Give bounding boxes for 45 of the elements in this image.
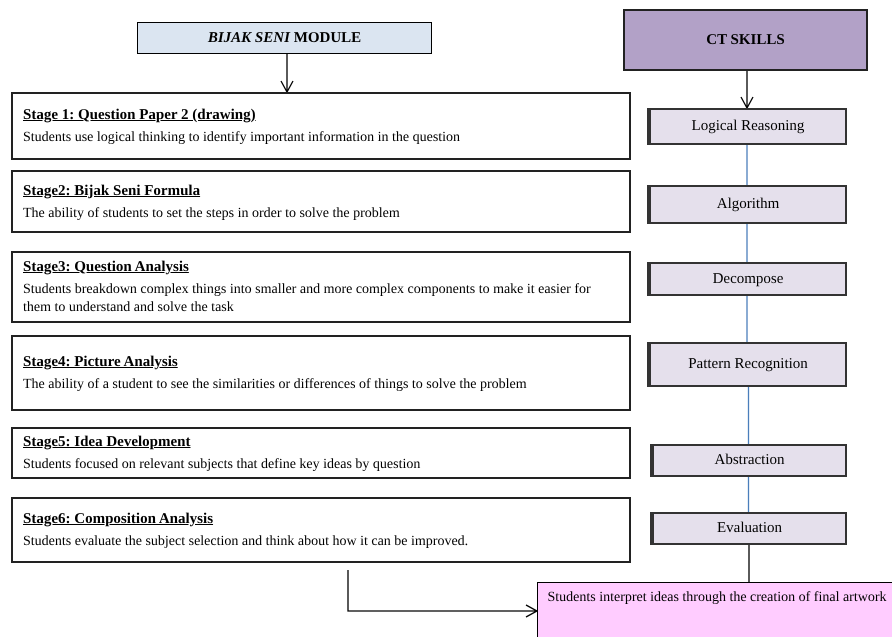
header-title: CT SKILLS <box>706 30 785 50</box>
stage-heading: Stage6: Composition Analysis <box>23 510 214 529</box>
skill-label: Algorithm <box>716 195 780 214</box>
connector-line <box>746 145 748 185</box>
skill-box <box>647 342 847 387</box>
stage-box <box>11 170 631 233</box>
header-box <box>137 22 432 54</box>
header-title: BIJAK SENI MODULE <box>208 28 362 48</box>
skill-label: Logical Reasoning <box>692 117 804 136</box>
stage-heading: Stage4: Picture Analysis <box>23 353 179 372</box>
stage-heading: Stage3: Question Analysis <box>23 258 190 277</box>
stage-description: Students use logical thinking to identify important information in the question <box>23 129 462 147</box>
stage-box <box>11 251 631 323</box>
header-box <box>623 9 868 71</box>
skill-label: Pattern Recognition <box>688 355 808 374</box>
connector-line <box>746 224 748 262</box>
connector-line <box>746 296 748 342</box>
skill-box <box>647 262 847 296</box>
stage-box <box>11 497 631 563</box>
arrow <box>740 71 754 109</box>
skill-box <box>650 444 847 477</box>
stage-heading: Stage5: Idea Development <box>23 433 192 452</box>
stage-box <box>11 427 631 479</box>
stage-description: The ability of a student to see the similarities or differences of things to solve the problem <box>23 376 528 394</box>
stage-box <box>11 335 631 411</box>
arrow <box>280 54 294 93</box>
stage-heading: Stage2: Bijak Seni Formula <box>23 182 202 200</box>
stage-description: Students evaluate the subject selection and think about how it can be improved. <box>23 533 470 551</box>
stage-heading: Stage 1: Question Paper 2 (drawing) <box>23 106 257 125</box>
skill-label: Abstraction <box>714 451 784 470</box>
stage-description: Students breakdown complex things into smaller and more complex components to make it easier for them to understand and solve the task <box>23 281 592 317</box>
skill-label: Evaluation <box>717 519 782 538</box>
stage-description: The ability of students to set the steps in order to solve the problem <box>23 204 401 222</box>
connector-line <box>748 477 750 512</box>
connector-line <box>748 545 750 582</box>
arrow <box>347 570 538 618</box>
outcome-text: Students interpret ideas through the creation of final artwork <box>547 589 886 607</box>
outcome-box <box>537 582 892 637</box>
connector-line <box>748 387 750 444</box>
skill-box <box>647 108 847 145</box>
stage-box <box>11 92 631 160</box>
skill-box <box>650 512 847 545</box>
skill-label: Decompose <box>712 270 784 289</box>
skill-box <box>647 185 847 224</box>
stage-description: Students focused on relevant subjects that define key ideas by question <box>23 456 422 474</box>
